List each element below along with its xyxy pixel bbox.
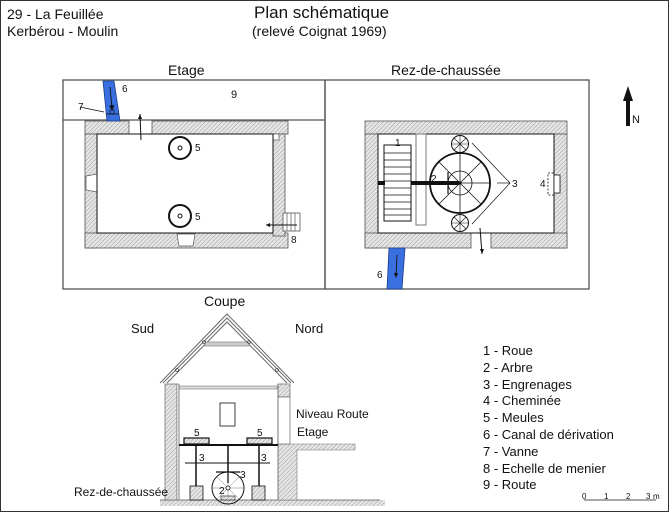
label-vanne: 7 bbox=[78, 102, 84, 113]
north-wall-window bbox=[277, 396, 291, 445]
coupe-label-meule-left: 5 bbox=[194, 428, 200, 439]
rez-plan-title: Rez-de-chaussée bbox=[391, 62, 501, 78]
south-wall bbox=[164, 383, 178, 501]
legend-item: 6 - Canal de dérivation bbox=[483, 426, 614, 442]
shaft-stub bbox=[378, 181, 385, 185]
label-echelle: 8 bbox=[291, 235, 297, 246]
legend-item: 2 - Arbre bbox=[483, 359, 533, 375]
road-embankment bbox=[277, 443, 356, 501]
ladder-echelle bbox=[266, 212, 301, 232]
coupe-label-gear-center: 3 bbox=[240, 470, 246, 481]
flow-arrow-etage bbox=[109, 86, 115, 111]
scale-unit: m bbox=[653, 492, 660, 501]
main-gear bbox=[429, 152, 491, 214]
vanne-leader bbox=[79, 106, 105, 113]
window-opening bbox=[85, 173, 98, 193]
legend-item: 9 - Route bbox=[483, 477, 537, 493]
legend: 1 - Roue 2 - Arbre 3 - Engrenages 4 - Ch… bbox=[483, 343, 614, 494]
legend-item: 7 - Vanne bbox=[483, 443, 539, 459]
coupe-section: 5 5 3 3 3 2 bbox=[159, 313, 385, 506]
coupe-label-meule-right: 5 bbox=[257, 428, 263, 439]
etage-walls bbox=[84, 120, 289, 249]
millstone-right bbox=[246, 437, 273, 445]
coupe-label-gear-left: 3 bbox=[199, 453, 205, 464]
coupe-label-arbre: 2 bbox=[219, 486, 225, 497]
rez-plan: 1 2 3 4 6 bbox=[324, 79, 590, 290]
pinion-top bbox=[451, 135, 469, 153]
coupe-rez-label: Rez-de-chaussée bbox=[74, 485, 169, 499]
pinion-bottom bbox=[451, 214, 469, 232]
label-roue: 1 bbox=[395, 138, 401, 149]
chimney bbox=[553, 174, 561, 194]
north-label: N bbox=[632, 114, 640, 126]
legend-item: 5 - Meules bbox=[483, 410, 544, 426]
label-cheminee: 4 bbox=[540, 179, 546, 190]
legend-item: 1 - Roue bbox=[483, 343, 533, 358]
legend-item: 4 - Cheminée bbox=[483, 393, 562, 409]
legend-item: 3 - Engrenages bbox=[483, 376, 572, 392]
rez-panel-border bbox=[324, 79, 590, 290]
label-engrenages: 3 bbox=[512, 179, 518, 190]
north-arrow-icon bbox=[626, 96, 630, 126]
coupe-north-label: Nord bbox=[295, 321, 324, 336]
coupe-etage-label: Etage bbox=[297, 425, 329, 439]
legend-item: 8 - Echelle de menier bbox=[483, 460, 606, 476]
coupe-label-gear-right: 3 bbox=[261, 453, 267, 464]
label-route: 9 bbox=[231, 89, 237, 101]
label-canal-etage: 6 bbox=[122, 84, 128, 95]
north-wall-upper bbox=[277, 383, 291, 398]
water-wheel bbox=[383, 144, 412, 222]
etage-plan-title: Etage bbox=[168, 62, 205, 78]
scale-tick-0: 0 bbox=[582, 492, 587, 501]
gear-machinery bbox=[185, 445, 270, 505]
page-subtitle: (relevé Coignat 1969) bbox=[252, 23, 387, 39]
label-meule-top: 5 bbox=[195, 143, 201, 154]
label-meule-bottom: 5 bbox=[195, 212, 201, 223]
label-arbre: 2 bbox=[431, 174, 437, 185]
gable-window bbox=[219, 402, 236, 427]
chimney-hearth bbox=[547, 172, 555, 196]
millstone-left bbox=[183, 437, 210, 445]
niveau-route-label: Niveau Route bbox=[296, 407, 369, 421]
scale-tick-3: 3 bbox=[646, 492, 651, 501]
ground-hatch bbox=[160, 500, 385, 506]
coupe-title: Coupe bbox=[204, 293, 246, 309]
scale-bar: 0 1 2 3 m bbox=[582, 492, 660, 501]
scale-tick-2: 2 bbox=[626, 492, 631, 501]
scale-tick-1: 1 bbox=[604, 492, 609, 501]
page-title: Plan schématique bbox=[254, 3, 390, 22]
label-canal-rez: 6 bbox=[377, 270, 383, 281]
location-line1: 29 - La Feuillée bbox=[7, 6, 104, 22]
etage-plan: 6 7 9 5 5 8 bbox=[62, 79, 326, 290]
location-line2: Kerbérou - Moulin bbox=[7, 23, 119, 39]
roof bbox=[159, 313, 295, 390]
wheel-channel-wall bbox=[415, 133, 427, 226]
gear-leader-lines bbox=[471, 142, 511, 225]
coupe-south-label: Sud bbox=[131, 321, 155, 336]
north-arrow: N bbox=[623, 86, 640, 126]
door-opening bbox=[176, 233, 196, 247]
